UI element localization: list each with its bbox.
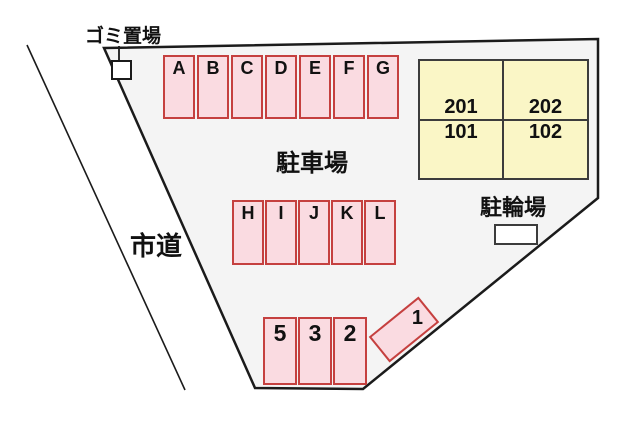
parking-row-middle: H I J K L xyxy=(232,200,396,265)
parking-space-k: K xyxy=(331,200,363,265)
parking-space-2: 2 xyxy=(333,317,367,385)
parking-space-e: E xyxy=(299,55,331,119)
parking-space-h: H xyxy=(232,200,264,265)
unit-101: 101 xyxy=(420,121,504,178)
bicycle-parking-label: 駐輪場 xyxy=(480,195,547,220)
bicycle-parking-marker xyxy=(494,224,538,245)
parking-space-g: G xyxy=(367,55,399,119)
parking-space-f: F xyxy=(333,55,365,119)
parking-space-3: 3 xyxy=(298,317,332,385)
building-block: 201 202 101 102 xyxy=(418,59,589,180)
unit-202: 202 xyxy=(504,61,587,121)
city-road-label: 市道 xyxy=(130,231,183,261)
parking-space-l: L xyxy=(364,200,396,265)
parking-space-d: D xyxy=(265,55,297,119)
road-line xyxy=(26,44,186,391)
parking-space-b: B xyxy=(197,55,229,119)
parking-space-c: C xyxy=(231,55,263,119)
parking-row-top: A B C D E F G xyxy=(163,55,399,119)
unit-102: 102 xyxy=(528,121,563,143)
parking-row-bottom: 5 3 2 xyxy=(263,317,367,385)
garbage-area-label: ゴミ置場 xyxy=(85,26,162,47)
parking-lot-label: 駐車場 xyxy=(276,150,348,177)
garbage-area-marker xyxy=(111,60,132,80)
parking-space-5: 5 xyxy=(263,317,297,385)
parking-space-a: A xyxy=(163,55,195,119)
parking-space-i: I xyxy=(265,200,297,265)
unit-201: 201 xyxy=(420,61,504,121)
parking-space-j: J xyxy=(298,200,330,265)
parking-space-1-label: 1 xyxy=(411,306,423,329)
